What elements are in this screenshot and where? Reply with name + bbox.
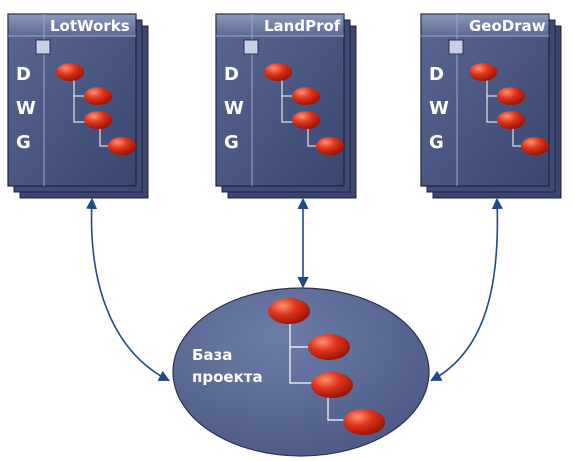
database-label-line2: проекта bbox=[192, 368, 263, 386]
tree-node bbox=[108, 137, 136, 155]
card-lotworks: LotWorks D W G bbox=[7, 13, 149, 199]
dwg-letter-g: G bbox=[429, 132, 444, 153]
tree-node bbox=[292, 111, 320, 129]
dwg-letter-d: D bbox=[429, 64, 444, 85]
card-landprof: LandProf D W G bbox=[215, 13, 357, 199]
dwg-letter-w: W bbox=[429, 98, 449, 119]
arrow-geodraw-database bbox=[430, 197, 503, 382]
tree-node bbox=[84, 87, 112, 105]
dwg-letter-d: D bbox=[224, 64, 239, 85]
dwg-letter-g: G bbox=[224, 132, 239, 153]
tree-node bbox=[308, 334, 350, 360]
database-label-line1: База bbox=[192, 346, 232, 364]
card-title: LandProf bbox=[264, 17, 341, 35]
tree-node bbox=[84, 111, 112, 129]
dwg-letter-w: W bbox=[224, 98, 244, 119]
card-title: GeoDraw bbox=[469, 17, 546, 35]
tree-node bbox=[268, 298, 310, 324]
card-title: LotWorks bbox=[50, 17, 130, 35]
tree-node bbox=[521, 137, 549, 155]
tree-node bbox=[311, 372, 353, 398]
tree-node bbox=[469, 63, 497, 81]
tree-node bbox=[264, 63, 292, 81]
dwg-letter-d: D bbox=[16, 64, 31, 85]
card-geodraw: GeoDraw D W G bbox=[420, 13, 562, 199]
tree-node bbox=[292, 87, 320, 105]
dwg-letter-w: W bbox=[16, 98, 36, 119]
tree-node bbox=[497, 111, 525, 129]
tree-node bbox=[497, 87, 525, 105]
window-handle-icon bbox=[448, 39, 464, 55]
arrow-lotworks-database bbox=[85, 197, 170, 382]
window-handle-icon bbox=[243, 39, 259, 55]
project-database: База проекта bbox=[172, 287, 430, 457]
tree-node bbox=[316, 137, 344, 155]
tree-node bbox=[343, 409, 385, 435]
dwg-letter-g: G bbox=[16, 132, 31, 153]
tree-node bbox=[56, 63, 84, 81]
window-handle-icon bbox=[35, 39, 51, 55]
